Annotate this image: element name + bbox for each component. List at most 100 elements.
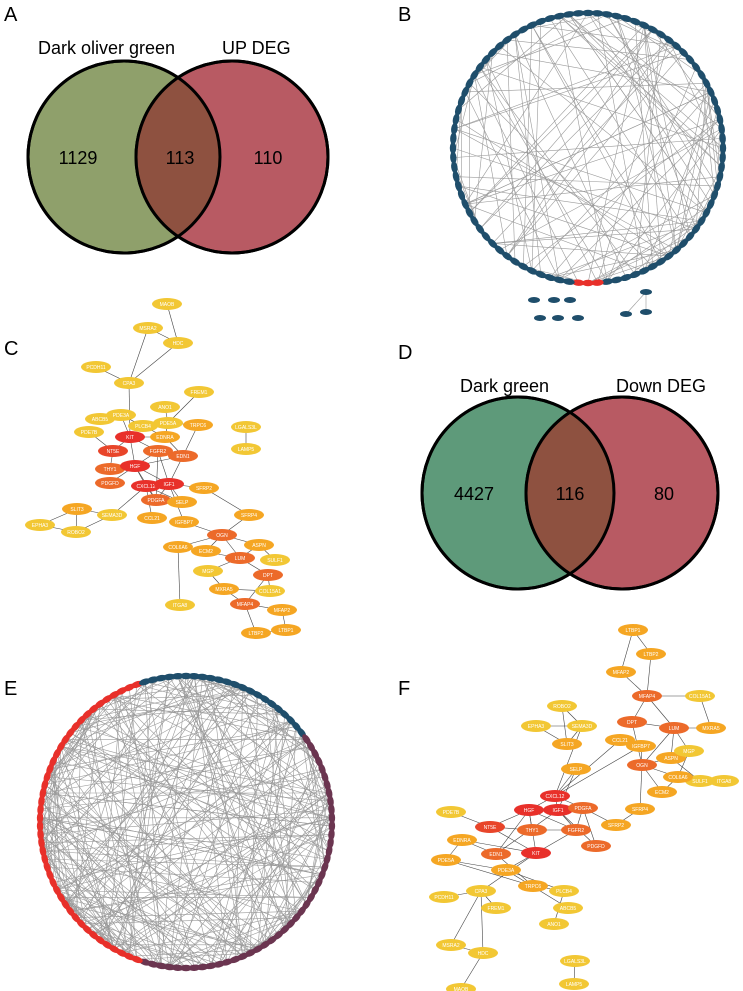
net-f-node-robo2: ROBO2 (547, 700, 577, 712)
net-b-edge (458, 185, 669, 257)
net-b-edge (499, 45, 707, 213)
net-b-node (494, 41, 505, 51)
net-b-node (716, 113, 724, 126)
net-e-edge (81, 834, 332, 925)
net-b-node (475, 61, 485, 73)
net-b-edge (531, 25, 670, 257)
venn-d-overlap-count: 116 (556, 484, 585, 504)
net-f-node-igfbp7: IGFBP7 (626, 740, 656, 752)
net-c-edges (39, 303, 287, 634)
net-c-node-msra2: MSRA2 (133, 322, 163, 334)
net-e-edge (284, 726, 297, 930)
net-b-node (591, 10, 604, 17)
net-c-node-edn1: EDN1 (168, 450, 198, 462)
net-f-node-ltbp2: LTBP2 (636, 648, 666, 660)
net-b-node (706, 198, 715, 210)
net-b-node (451, 161, 458, 174)
net-e-edge (40, 817, 328, 860)
net-f-node-sema3d: SEMA3D (567, 720, 597, 732)
net-e-edge (41, 675, 187, 843)
net-f-node-label: EDNRA (453, 838, 471, 844)
net-b-node (719, 151, 726, 164)
net-e-edge (113, 678, 212, 950)
net-c-node-label: ABCB5 (92, 417, 109, 423)
net-b-node (655, 30, 667, 39)
net-c-node-ltbp1: LTBP1 (271, 624, 301, 636)
net-e-edge (39, 825, 258, 950)
net-c-node-label: THY1 (104, 467, 117, 473)
net-c-node-label: IGFBP7 (175, 520, 193, 526)
net-f-node-label: MGP (683, 749, 695, 755)
net-e-edge (42, 792, 228, 963)
net-e-edge (121, 825, 333, 954)
net-b-node (552, 315, 564, 321)
net-c-node-label: MFAP2 (274, 608, 291, 614)
net-c-node-sulf1: SULF1 (260, 554, 290, 566)
net-c-node-label: DPT (263, 573, 273, 579)
venn-diagram-d: Dark green Down DEG 4427 116 80 (420, 376, 720, 591)
net-b-edge (458, 14, 569, 111)
net-b-edge (616, 15, 702, 76)
net-b-edge (587, 220, 702, 284)
net-e-edge (41, 801, 187, 969)
net-b-node (481, 231, 491, 242)
net-e-edge (39, 817, 115, 950)
net-e-edge (271, 866, 326, 941)
net-b-edge (479, 66, 636, 275)
net-c-node-trpc6: TRPC6 (183, 419, 213, 431)
net-e-edge (257, 809, 332, 950)
net-e-node (36, 820, 44, 833)
net-e-edge (242, 874, 323, 957)
net-b-node (553, 276, 566, 284)
net-b-node (671, 245, 682, 255)
net-b-node (671, 41, 682, 51)
net-b-edge (706, 83, 721, 177)
net-f-edge (620, 629, 634, 673)
net-f-edge (641, 727, 675, 766)
net-e-edge (65, 720, 291, 905)
net-c-node-label: LGALS3L (235, 425, 257, 431)
net-e-edge (41, 801, 162, 967)
net-f-node-dpt: DPT (617, 716, 647, 728)
net-c-node-label: MFAP4 (237, 602, 254, 608)
net-b-node (475, 223, 485, 235)
net-c-node-label: ROBO2 (67, 530, 85, 536)
net-c-node-cpa3: CPA3 (114, 377, 144, 389)
net-f-node-label: FGFR2 (568, 828, 585, 834)
net-e-edge (56, 889, 243, 957)
net-b-node (572, 279, 585, 286)
net-e-edge (257, 708, 279, 950)
net-b-edge (474, 18, 627, 76)
net-e-edge (75, 698, 266, 918)
net-e-edge (202, 676, 307, 905)
net-e-edge (106, 684, 138, 945)
net-f-node-ednra: EDNRA (447, 834, 477, 846)
net-b-edge (453, 74, 475, 158)
net-c-edge (128, 342, 179, 384)
net-b-edge (514, 34, 542, 275)
net-b-edge (469, 14, 608, 84)
net-b-node (544, 274, 556, 282)
net-e-edge (177, 676, 332, 810)
net-b-edge (465, 119, 721, 205)
net-c-node-ogn: OGN (207, 529, 237, 541)
net-f-node-label: ITGA8 (717, 779, 732, 785)
net-b-edge (492, 228, 697, 244)
net-b-node (526, 266, 538, 275)
net-e-edge (144, 681, 212, 966)
net-e-edge (41, 703, 101, 802)
net-b-edge (523, 119, 721, 267)
net-b-edge (531, 24, 677, 47)
circular-network-e (36, 672, 336, 972)
net-b-edge (587, 25, 645, 284)
net-c-node-label: PDGFA (148, 498, 166, 504)
net-b-edge (485, 59, 533, 271)
net-c-node-mfap4: MFAP4 (230, 598, 260, 610)
net-b-node (620, 274, 632, 282)
net-b-edge (453, 157, 481, 230)
venn-a-right-count: 110 (254, 148, 283, 168)
net-b-node (697, 69, 706, 81)
net-b-node (718, 161, 725, 174)
net-e-edge (65, 739, 332, 810)
net-c-node-label: LAMP5 (238, 447, 255, 453)
